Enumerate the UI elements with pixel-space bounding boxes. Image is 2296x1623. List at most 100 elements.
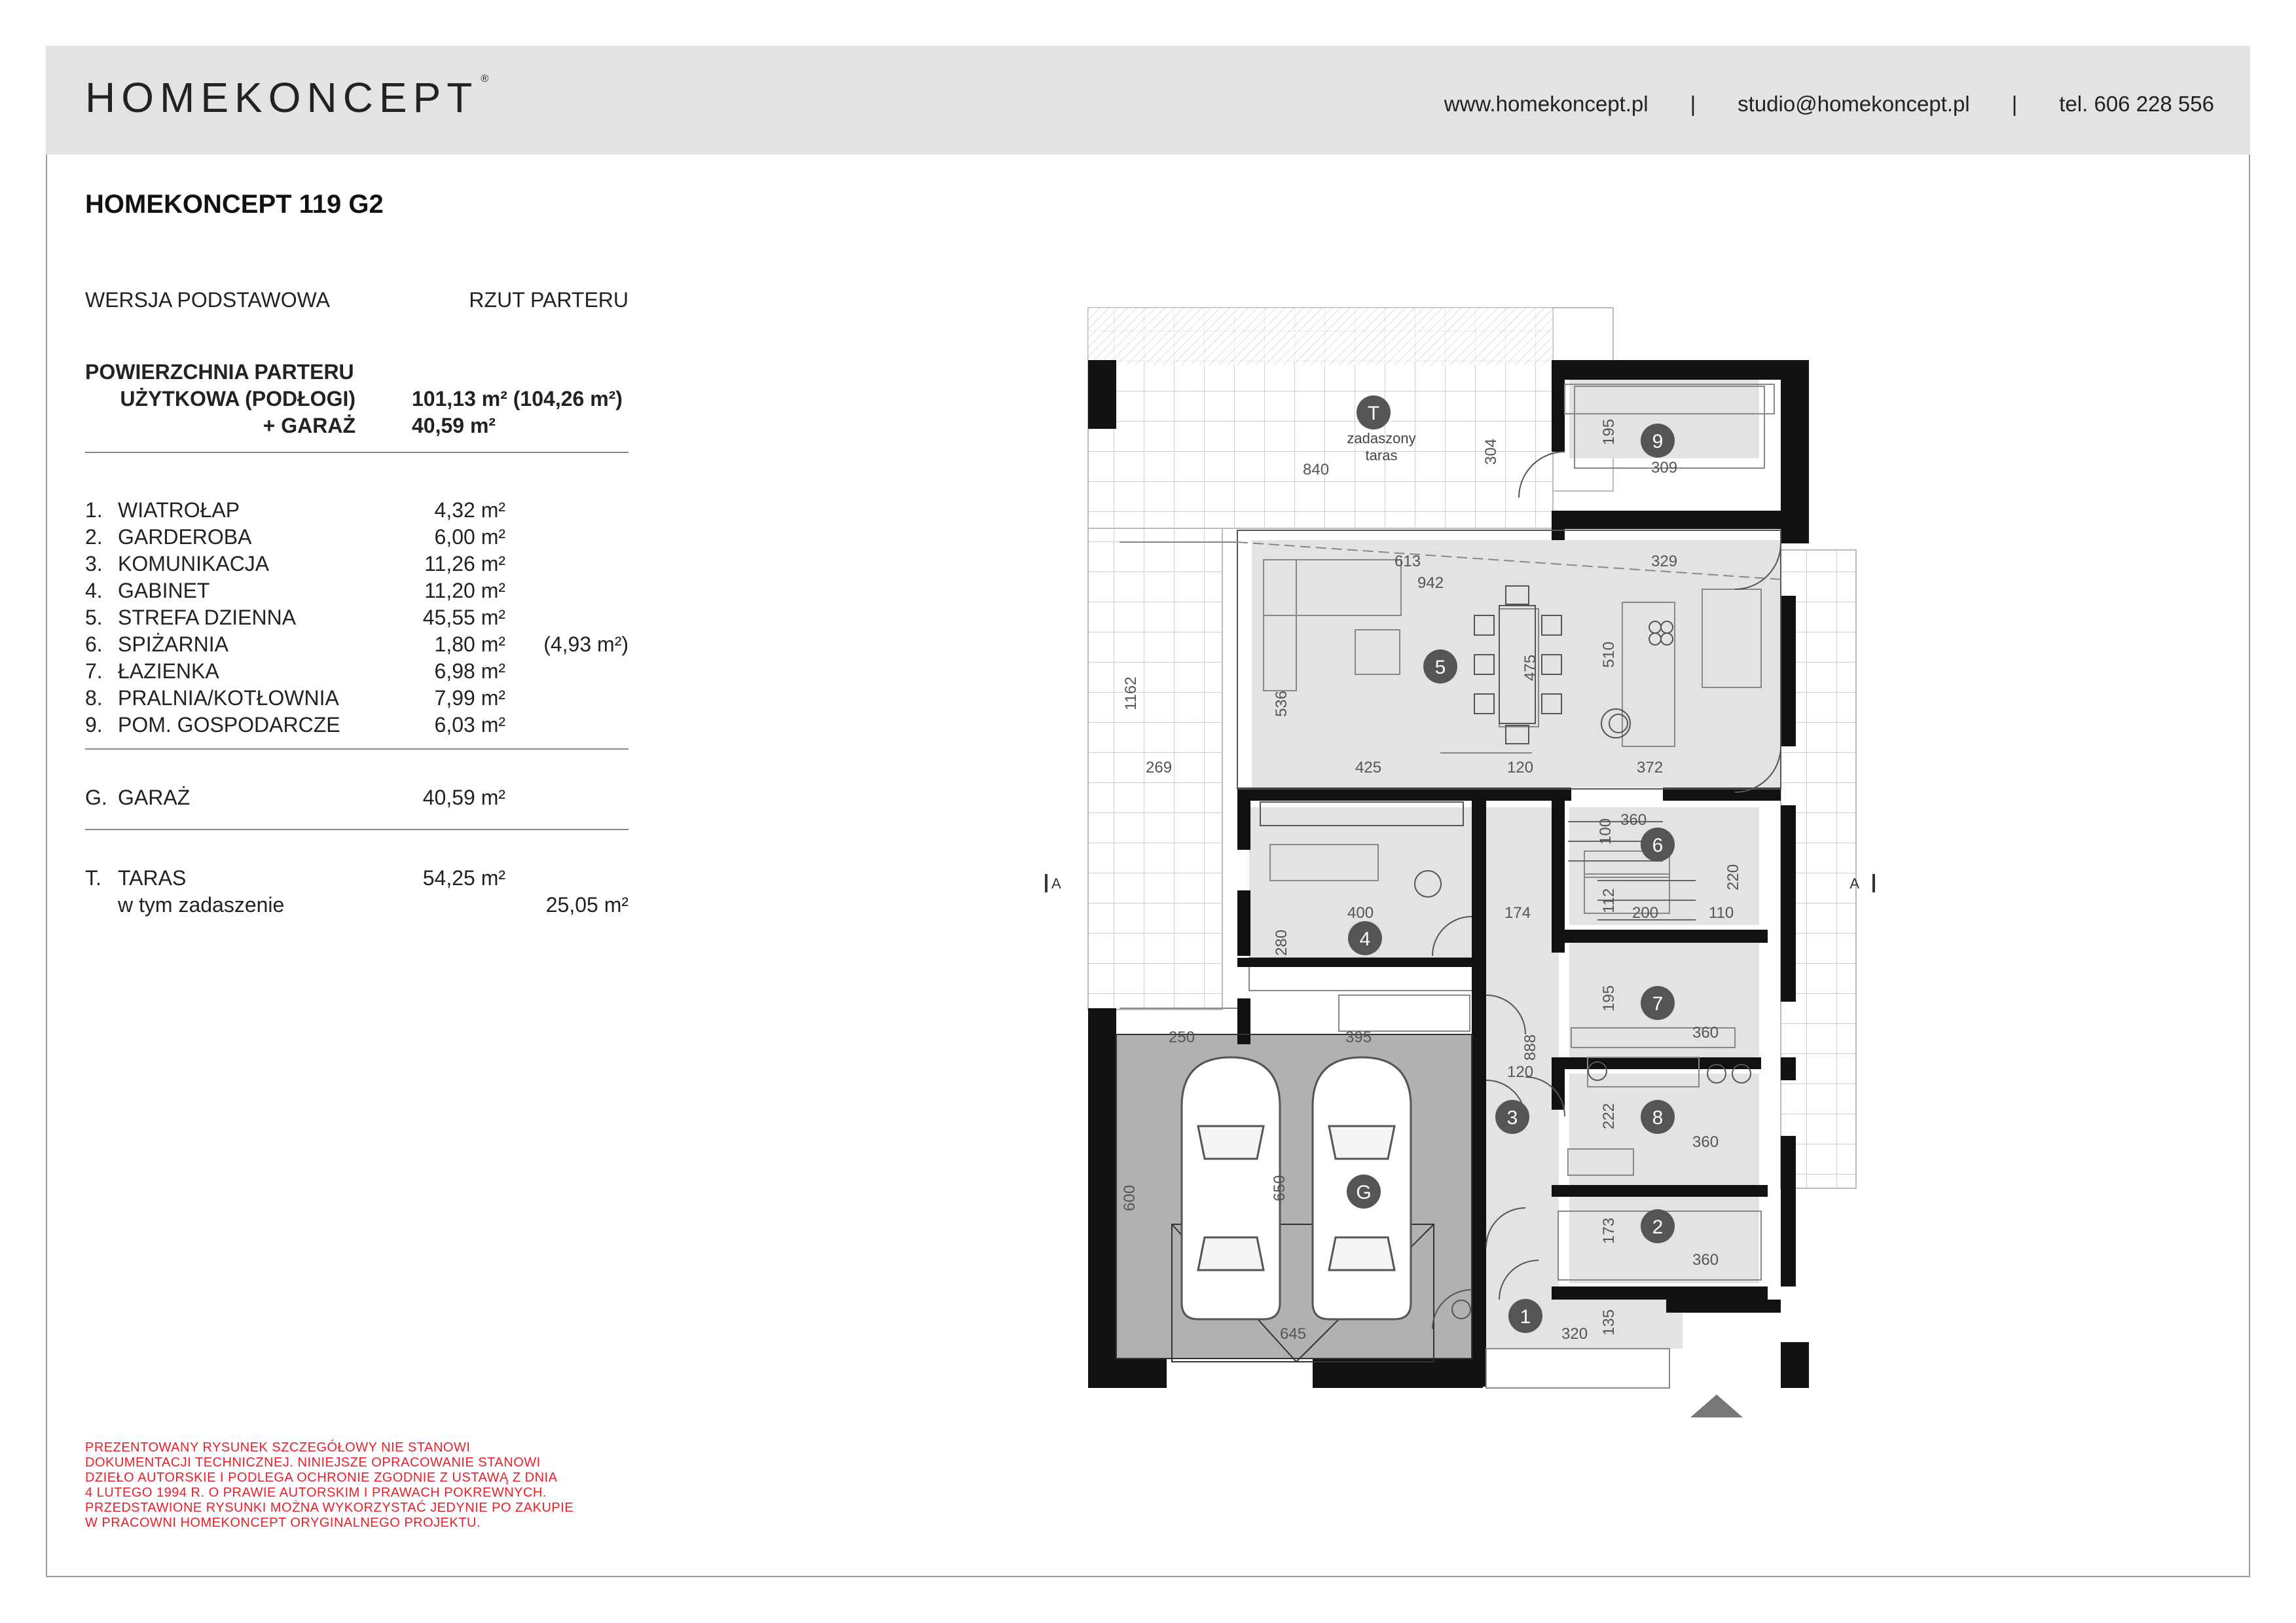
room-marker-2[interactable]: 2 — [1641, 1209, 1675, 1243]
room-marker-9[interactable]: 9 — [1641, 424, 1675, 458]
room-name: POM. GOSPODARCZE — [118, 713, 340, 737]
room-number: 8. — [85, 686, 103, 710]
dim-label: 613 — [1394, 553, 1421, 570]
divider — [85, 829, 629, 830]
disclaimer-line: PREZENTOWANY RYSUNEK SZCZEGÓŁOWY NIE STA… — [85, 1440, 471, 1455]
room-number: 3. — [85, 552, 103, 575]
dim-label: 320 — [1561, 1325, 1588, 1343]
area-label: POWIERZCHNIA PARTERU — [85, 360, 354, 384]
dim-label: 1162 — [1122, 676, 1140, 710]
dim-label: 100 — [1597, 818, 1614, 845]
room-number: G. — [85, 786, 107, 809]
room-number: T. — [85, 866, 101, 890]
room-area: 7,99 m² — [434, 686, 505, 710]
dim-label: 400 — [1347, 904, 1374, 922]
dim-label: 372 — [1637, 759, 1663, 776]
area-label-2: UŻYTKOWA (PODŁOGI) — [120, 387, 355, 410]
room-name: PRALNIA/KOTŁOWNIA — [118, 686, 339, 710]
dim-label: 304 — [1482, 439, 1500, 465]
dim-label: 840 — [1303, 461, 1329, 479]
walls[interactable] — [1088, 360, 1809, 1388]
website-link[interactable]: www.homekoncept.pl — [1444, 92, 1649, 116]
room-marker-6[interactable]: 6 — [1641, 828, 1675, 862]
divider — [85, 452, 629, 453]
room-marker-4[interactable]: 4 — [1348, 921, 1382, 955]
dim-label: 120 — [1507, 759, 1533, 776]
room-marker-8[interactable]: 8 — [1641, 1100, 1675, 1134]
room-area: 54,25 m² — [422, 866, 505, 890]
room-name: GARDEROBA — [118, 525, 252, 549]
dim-label: 645 — [1280, 1325, 1306, 1343]
room-marker-terrace[interactable]: T — [1357, 395, 1391, 429]
svg-text:5: 5 — [1435, 657, 1446, 678]
room-area: 11,20 m² — [424, 579, 505, 602]
room-marker-3[interactable]: 3 — [1495, 1100, 1529, 1134]
svg-text:1: 1 — [1520, 1306, 1531, 1328]
covered-label: w tym zadaszenie — [118, 893, 285, 917]
dim-label: 425 — [1355, 759, 1381, 776]
covered-area: 25,05 m² — [545, 893, 629, 917]
room-marker-1[interactable]: 1 — [1508, 1299, 1542, 1333]
separator: | — [2011, 92, 2018, 116]
room-marker-5[interactable]: 5 — [1423, 649, 1457, 684]
terrace-label: taras — [1366, 447, 1398, 464]
svg-text:9: 9 — [1652, 431, 1664, 452]
room-marker-garage[interactable]: G — [1347, 1175, 1381, 1209]
dim-label: 110 — [1709, 904, 1734, 922]
room-area: 11,26 m² — [424, 552, 505, 575]
logo[interactable]: HOMEKONCEPT® — [85, 73, 488, 122]
dim-label: 395 — [1345, 1029, 1372, 1046]
phone-link[interactable]: tel. 606 228 556 — [2059, 92, 2214, 116]
disclaimer-line: PRZEDSTAWIONE RYSUNKI MOŻNA WYKORZYSTAĆ … — [85, 1501, 574, 1515]
room-area: 6,03 m² — [434, 713, 505, 737]
dim-label: 280 — [1273, 930, 1290, 956]
dim-label: 475 — [1522, 655, 1539, 681]
version-label: WERSJA PODSTAWOWA — [85, 288, 330, 312]
room-markers[interactable]: T 9 5 6 4 7 3 8 G 2 1 — [1347, 395, 1675, 1333]
door-swing[interactable] — [1432, 451, 1781, 1330]
logo-registered-mark: ® — [481, 73, 489, 84]
room-name: KOMUNIKACJA — [118, 552, 270, 575]
area-panel: WERSJA PODSTAWOWA RZUT PARTERU POWIERZCH… — [85, 288, 629, 920]
room-number: 2. — [85, 525, 103, 549]
header-bar — [46, 46, 2250, 155]
dim-label: 220 — [1724, 864, 1742, 890]
room-number: 4. — [85, 579, 103, 602]
svg-text:3: 3 — [1507, 1107, 1518, 1129]
separator: | — [1690, 92, 1696, 116]
dim-label: 360 — [1692, 1251, 1719, 1269]
room-row: 3. KOMUNIKACJA 11,26 m² — [85, 552, 629, 579]
dim-label: 269 — [1146, 759, 1172, 776]
room-marker-7[interactable]: 7 — [1641, 986, 1675, 1020]
terrace-covered-row: w tym zadaszenie 25,05 m² — [85, 893, 629, 920]
dim-label: 942 — [1417, 574, 1444, 592]
dim-label: 135 — [1600, 1309, 1618, 1336]
room-row: 4. GABINET 11,20 m² — [85, 579, 629, 606]
room-name: TARAS — [118, 866, 187, 890]
room-area: 6,98 m² — [434, 659, 505, 683]
dim-label: 510 — [1600, 642, 1618, 668]
dim-label: 360 — [1692, 1133, 1719, 1151]
divider — [85, 748, 629, 750]
room-row: 8. PRALNIA/KOTŁOWNIA 7,99 m² — [85, 686, 629, 713]
terrace-label: zadaszony — [1347, 430, 1415, 447]
svg-text:6: 6 — [1652, 835, 1664, 856]
dim-label: 309 — [1651, 459, 1677, 477]
email-link[interactable]: studio@homekoncept.pl — [1738, 92, 1970, 116]
terrace-row: T. TARAS 54,25 m² — [85, 866, 629, 893]
garage-row: G. GARAŻ 40,59 m² — [85, 786, 629, 812]
room-name: GARAŻ — [118, 786, 191, 809]
dim-label: 174 — [1504, 904, 1531, 922]
room-number: 7. — [85, 659, 103, 683]
dim-label: 222 — [1600, 1103, 1618, 1129]
contact-bar: www.homekoncept.pl | studio@homekoncept.… — [1444, 92, 2214, 117]
room-area: 40,59 m² — [422, 786, 505, 809]
project-title: HOMEKONCEPT 119 G2 — [85, 190, 384, 219]
disclaimer-line: DZIEŁO AUTORSKIE I PODLEGA OCHRONIE ZGOD… — [85, 1470, 558, 1485]
dim-label: 360 — [1692, 1024, 1719, 1042]
room-name: GABINET — [118, 579, 210, 602]
